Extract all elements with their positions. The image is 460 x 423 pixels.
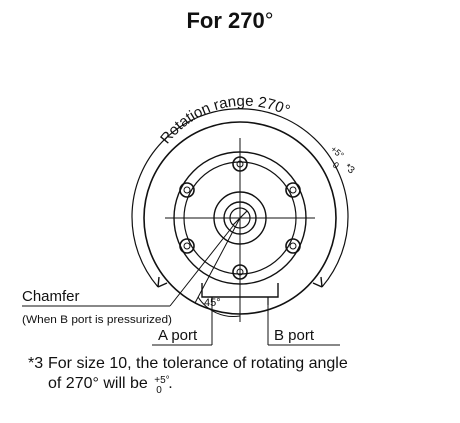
rotation-arrow-end-icon xyxy=(312,276,323,288)
rotation-range-label: Rotation range 270° xyxy=(157,93,292,148)
footnote-line1: For size 10, the tolerance of rotating a… xyxy=(48,355,348,372)
chamfer-leader-diagonal xyxy=(169,225,234,307)
angle-arc-45 xyxy=(197,296,241,317)
chamfer-note: (When B port is pressurized) xyxy=(22,314,172,326)
footnote-line2: of 270° will be +5°0. xyxy=(28,374,448,396)
footnote-line2-suffix: . xyxy=(168,375,173,392)
footnote-mark: *3 xyxy=(28,355,44,372)
footnote-tolerance-sub: 0 xyxy=(156,385,162,396)
rotation-footnote-ref: *3 xyxy=(342,162,357,177)
b-port-label: B port xyxy=(274,327,315,344)
bolt-hole-upper-left-icon xyxy=(179,182,195,198)
figure-title-degree: ° xyxy=(264,8,274,33)
footnote-tolerance-sup: +5° xyxy=(154,375,170,386)
bolt-hole-lower-right-icon xyxy=(285,238,301,254)
angle-label-45: 45° xyxy=(204,297,221,309)
figure-title-text: For 270 xyxy=(186,8,265,33)
chamfer-label: Chamfer xyxy=(22,288,80,305)
angle-line-45 xyxy=(194,217,241,304)
bolt-hole-lower-right-inner xyxy=(289,242,297,250)
footnote-tolerance: +5°0 xyxy=(152,374,170,396)
bolt-hole-upper-left-inner xyxy=(183,186,191,194)
footnote-line2-prefix: of 270° will be xyxy=(48,375,148,392)
a-port-label: A port xyxy=(158,327,198,344)
rotation-tolerance-zero: 0 xyxy=(331,160,341,171)
rotation-arrow-start-icon xyxy=(157,276,168,288)
bolt-hole-lower-left-icon xyxy=(179,238,195,254)
bolt-hole-lower-left-inner xyxy=(183,242,191,250)
bolt-hole-upper-right-icon xyxy=(285,182,301,198)
rotation-range-arc xyxy=(131,108,349,288)
bolt-hole-upper-right-inner xyxy=(289,186,297,194)
figure-title: For 270° xyxy=(0,8,460,34)
